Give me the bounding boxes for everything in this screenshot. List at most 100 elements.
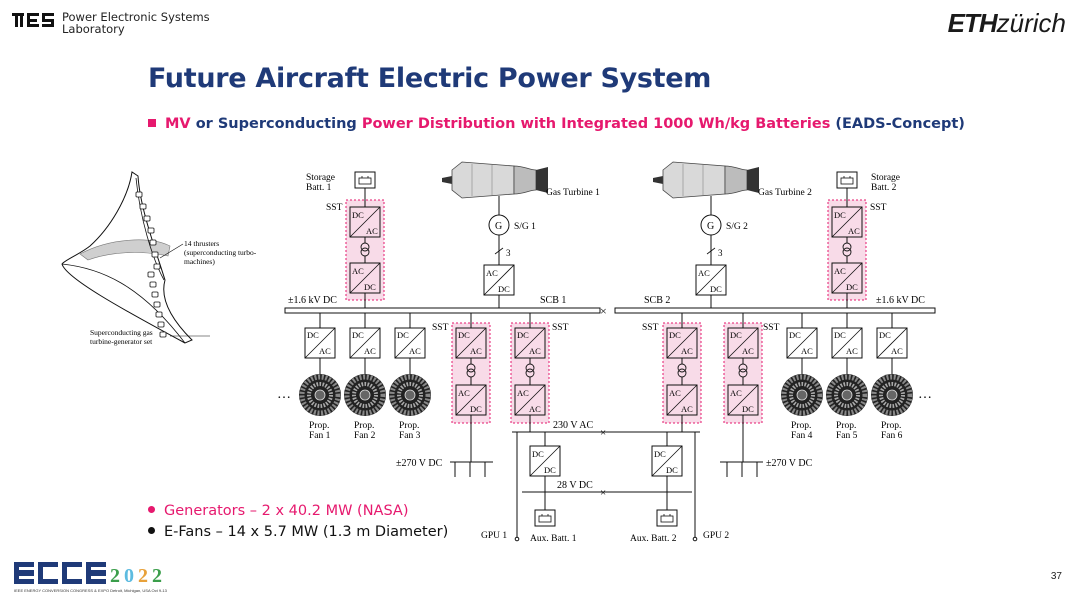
- conv-ac-label: AC: [458, 388, 470, 398]
- fan-label-line1: Prop.: [881, 421, 901, 431]
- conv-ac-label: AC: [846, 346, 858, 356]
- fan-drive-3: DC AC Prop. Fan 3: [389, 313, 431, 441]
- bullet-dot: [148, 506, 155, 513]
- eth-logo-rest: zürich: [996, 8, 1066, 38]
- pes-logo: [12, 13, 54, 27]
- sst-box-batt1: [345, 199, 385, 301]
- sst-label-right2: SST: [763, 323, 780, 333]
- dc-270v-right: ±270 V DC: [720, 458, 813, 477]
- conv-ac-label: AC: [409, 346, 421, 356]
- conv-ac-label: AC: [486, 268, 498, 278]
- thrusters-label-line3: machines): [184, 257, 215, 266]
- ellipsis-left: …: [277, 387, 291, 402]
- scb2-label: SCB 2: [644, 295, 670, 306]
- ecce-tagline: IEEE ENERGY CONVERSION CONGRESS & EXPO D…: [14, 588, 167, 593]
- sst-label-left: SST: [432, 323, 449, 333]
- dc-28v-bus: × 28 V DC Aux. Batt. 1 Aux. Batt. 2 GPU …: [481, 480, 729, 544]
- ellipsis-right: …: [918, 387, 932, 402]
- conv-dc-label: DC: [517, 330, 529, 340]
- eth-logo-bold: ETH: [947, 8, 998, 38]
- lab-name-line2: Laboratory: [62, 22, 125, 36]
- subtitle-part2: or Superconducting: [190, 116, 362, 132]
- three-phase-2: 3: [718, 248, 723, 258]
- conv-dc-label: DC: [544, 465, 556, 475]
- sg1-label: S/G 1: [514, 222, 536, 232]
- aux-battery-1-icon: [534, 509, 556, 527]
- conv-dc-label: DC: [458, 330, 470, 340]
- conv-dc-label: DC: [532, 449, 544, 459]
- gpu1-terminal: [514, 536, 520, 542]
- sst-highlights: [345, 199, 867, 424]
- conv-dc-label: DC: [789, 330, 801, 340]
- storage1-label-line2: Batt. 1: [306, 183, 332, 193]
- fan-drive-5: DC AC Prop. Fan 5: [826, 313, 868, 441]
- storage1-label-line1: Storage: [306, 173, 335, 183]
- generator-label-line2: turbine-generator set: [90, 337, 153, 346]
- sst-label-batt2: SST: [870, 203, 887, 213]
- conv-dc-label: DC: [498, 284, 510, 294]
- lab-name-line1: Power Electronic Systems: [62, 10, 210, 24]
- sst-right-chains: SST DC AC AC AC SST DC AC AC DC: [642, 313, 780, 462]
- fan-label-line1: Prop.: [836, 421, 856, 431]
- bullet-text: Generators – 2 x 40.2 MW (NASA): [164, 503, 409, 519]
- storage-battery-1-icon: [354, 171, 376, 189]
- sst-label-left2: SST: [552, 323, 569, 333]
- sst-box-right2: [723, 322, 763, 424]
- fan-label-line2: Fan 4: [791, 431, 813, 441]
- v28-label: 28 V DC: [557, 480, 593, 491]
- fan-drive-4: DC AC Prop. Fan 4: [781, 313, 823, 441]
- conv-dc-label: DC: [834, 330, 846, 340]
- svg-text:2: 2: [138, 565, 148, 587]
- prop-fan-6-icon: [871, 374, 913, 416]
- conv-ac-label: AC: [891, 346, 903, 356]
- conv-dc-label: DC: [834, 210, 846, 220]
- scb1-label: SCB 1: [540, 295, 566, 306]
- storage-batt2-chain: Storage Batt. 2 SST DC AC AC DC: [831, 171, 900, 308]
- main-dc-bus: ×: [284, 304, 936, 318]
- ac-230v-bus: × 230 V AC DC DC DC DC: [512, 420, 700, 538]
- ac-bus-tie-x: ×: [600, 427, 606, 439]
- prop-fan-5-icon: [826, 374, 868, 416]
- sst-left-chains: SST DC AC AC DC SST DC AC AC AC: [432, 313, 569, 462]
- conv-ac-label: AC: [698, 268, 710, 278]
- aircraft-sketch: [61, 171, 210, 344]
- sst-box-batt2: [827, 199, 867, 301]
- v270-right-label: ±270 V DC: [766, 458, 813, 469]
- fan-label-line2: Fan 6: [881, 431, 903, 441]
- svg-text:2: 2: [152, 565, 162, 587]
- conv-dc-label: DC: [352, 210, 364, 220]
- sst-label-batt1: SST: [326, 203, 343, 213]
- lab-name: Power Electronic Systems Laboratory: [62, 11, 210, 35]
- aux-battery-2-icon: [656, 509, 678, 527]
- subtitle-part1: MV: [165, 116, 191, 132]
- prop-fan-3-icon: [389, 374, 431, 416]
- conv-dc-label: DC: [742, 404, 754, 414]
- conv-dc-label: DC: [654, 449, 666, 459]
- conv-dc-label: DC: [669, 330, 681, 340]
- conv-dc-label: DC: [666, 465, 678, 475]
- gas-turbine-1: Gas Turbine 1 G S/G 1 3 AC DC: [441, 161, 600, 308]
- v270-left-label: ±270 V DC: [396, 458, 443, 469]
- fan-drive-2: DC AC Prop. Fan 2: [344, 313, 386, 441]
- prop-fan-4-icon: [781, 374, 823, 416]
- conv-ac-label: AC: [742, 346, 754, 356]
- bullet-text: E-Fans – 14 x 5.7 MW (1.3 m Diameter): [164, 524, 449, 540]
- bullet-dot: [148, 527, 155, 534]
- gas-turbine-1-icon: [441, 161, 549, 199]
- fan-drive-6: DC AC Prop. Fan 6: [871, 313, 913, 441]
- storage2-label-line1: Storage: [871, 173, 900, 183]
- sst-box-left1: [451, 322, 491, 424]
- gpu2-terminal: [692, 536, 698, 542]
- conv-dc-label: DC: [730, 330, 742, 340]
- sst-box-left2: [510, 322, 550, 424]
- fan-label-line2: Fan 5: [836, 431, 858, 441]
- generator-label-line1: Superconducting gas: [90, 328, 153, 337]
- gpu1-label: GPU 1: [481, 531, 507, 541]
- conv-ac-label: AC: [681, 404, 693, 414]
- conv-dc-label: DC: [710, 284, 722, 294]
- slide-subtitle: MV or Superconducting Power Distribution…: [148, 116, 965, 132]
- gpu2-label: GPU 2: [703, 531, 729, 541]
- conv-ac-label: AC: [848, 226, 860, 236]
- conv-dc-label: DC: [470, 404, 482, 414]
